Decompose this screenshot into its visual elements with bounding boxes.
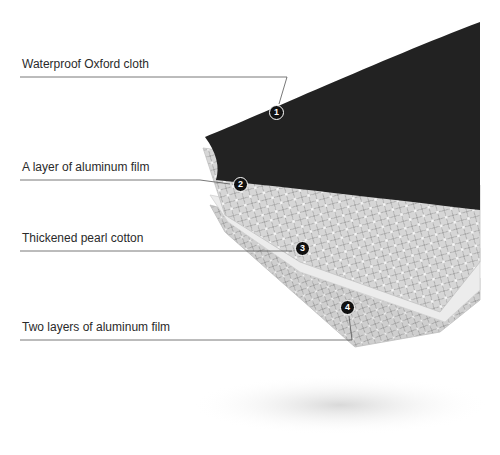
callout-number: 4	[340, 300, 355, 315]
shadow	[190, 375, 490, 435]
leader-lines	[20, 77, 352, 340]
leader-line	[20, 251, 292, 252]
layer-label: A layer of aluminum film	[22, 160, 149, 175]
leader-line	[20, 180, 230, 184]
layer-label: Thickened pearl cotton	[22, 231, 143, 246]
leader-line	[20, 77, 287, 104]
callout-number: 1	[269, 105, 284, 120]
leader-line	[20, 316, 352, 340]
layer-label: Two layers of aluminum film	[22, 320, 170, 335]
layer-label: Waterproof Oxford cloth	[22, 57, 149, 72]
callout-number: 3	[295, 241, 310, 256]
oxford-cloth-layer	[205, 22, 480, 210]
callout-number: 2	[233, 177, 248, 192]
